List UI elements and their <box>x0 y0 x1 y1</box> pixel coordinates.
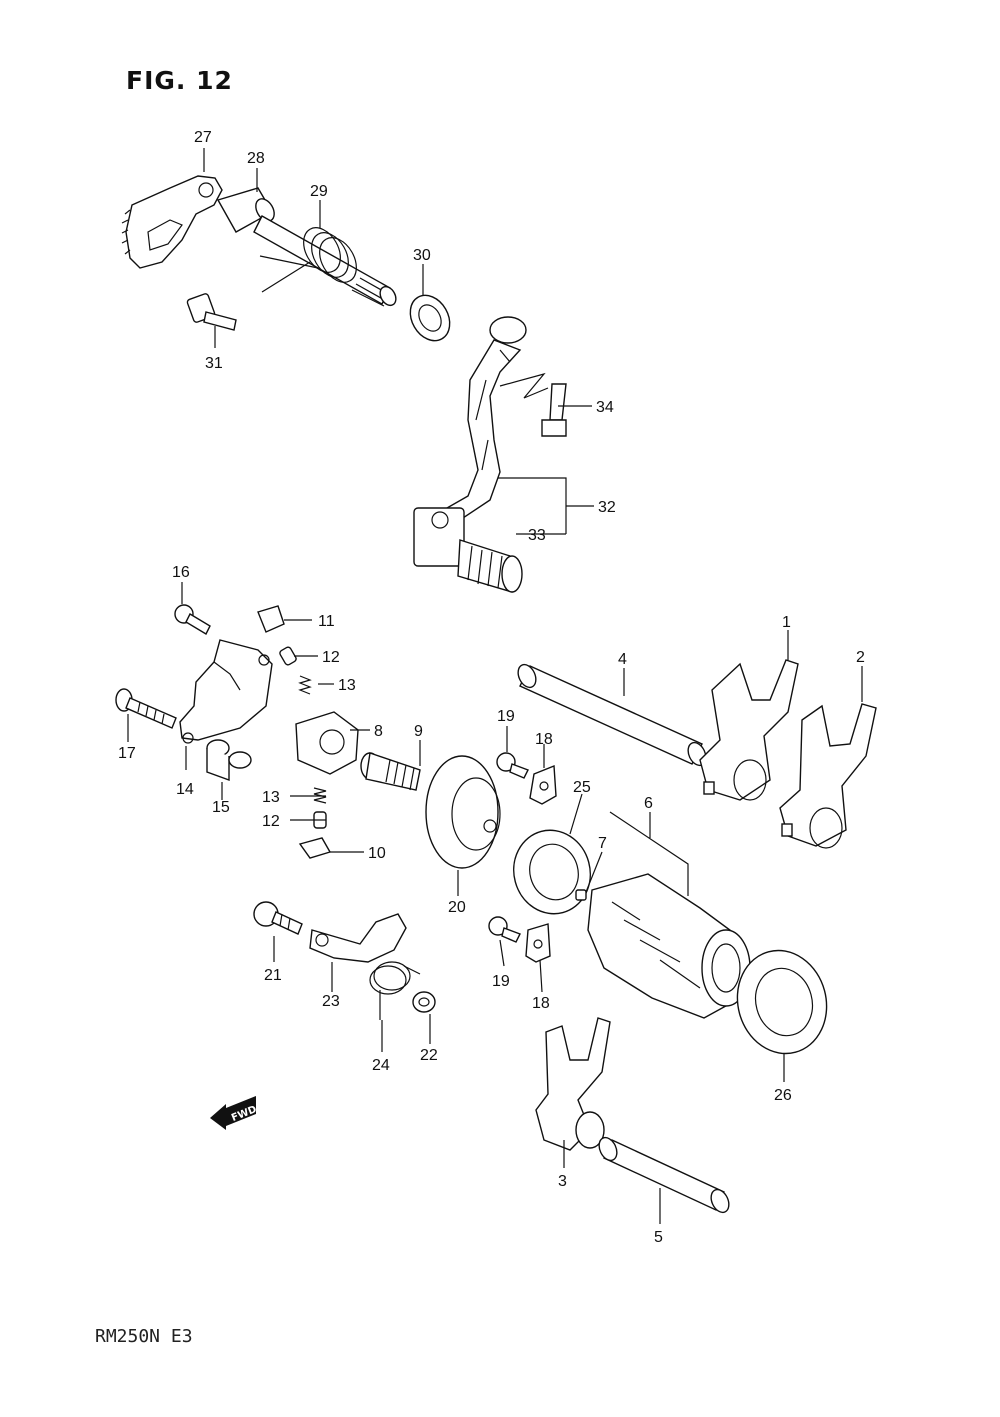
part-31-bolt <box>186 293 237 331</box>
part-22-washer <box>412 991 436 1013</box>
callout-22: 22 <box>420 1047 438 1064</box>
callout-31: 31 <box>205 355 223 372</box>
callout-15: 15 <box>212 799 230 816</box>
part-18a-clip <box>529 764 557 805</box>
part-14-cam-guide-plate <box>179 639 273 744</box>
callout-12b: 12 <box>262 813 280 830</box>
part-18b-clip <box>525 923 551 963</box>
callout-16: 16 <box>172 564 190 581</box>
callout-4: 4 <box>618 651 627 668</box>
part-11-pawl <box>257 605 285 633</box>
callout-labels: 27 28 29 30 31 34 32 33 16 11 12 13 17 1… <box>118 129 865 1246</box>
part-1-shift-fork <box>699 659 799 801</box>
callout-9: 9 <box>414 723 423 740</box>
part-7-pin <box>575 889 587 901</box>
part-34-bolt <box>541 383 567 437</box>
gearshift-shaft <box>253 215 397 307</box>
callout-23: 23 <box>322 993 340 1010</box>
part-23-stopper-arm <box>309 913 407 963</box>
callout-1: 1 <box>782 614 791 631</box>
callout-26: 26 <box>774 1087 792 1104</box>
part-13a-spring <box>298 675 312 695</box>
part-6-shift-drum <box>587 873 751 1019</box>
callout-5: 5 <box>654 1229 663 1246</box>
callout-20: 20 <box>448 899 466 916</box>
part-21-bolt <box>253 901 303 935</box>
model-code: RM250N E3 <box>95 1326 193 1347</box>
part-5-fork-shaft <box>598 1136 730 1214</box>
part-3-shift-fork <box>535 1017 611 1151</box>
part-25-bearing <box>513 829 591 915</box>
part-30-oil-seal <box>409 294 451 342</box>
callout-32: 32 <box>598 499 616 516</box>
part-24-spring <box>369 961 421 1020</box>
callout-25: 25 <box>573 779 591 796</box>
callout-11: 11 <box>318 613 335 630</box>
callout-2: 2 <box>856 649 865 666</box>
callout-8: 8 <box>374 723 383 740</box>
part-33-lever-rubber <box>457 539 523 593</box>
callout-10: 10 <box>368 845 386 862</box>
part-12a-pin <box>279 646 297 666</box>
callout-33: 33 <box>528 527 546 544</box>
part-17-bolt <box>115 688 177 729</box>
part-32-gearshift-lever <box>413 316 527 567</box>
callout-13a: 13 <box>338 677 356 694</box>
callout-12a: 12 <box>322 649 340 666</box>
callout-21: 21 <box>264 967 282 984</box>
callout-34: 34 <box>596 399 614 416</box>
callout-14: 14 <box>176 781 194 798</box>
part-16-screw <box>174 604 211 635</box>
leader-lines <box>127 148 863 1224</box>
callout-24: 24 <box>372 1057 390 1074</box>
part-26-bearing <box>736 949 828 1055</box>
callout-18a: 18 <box>535 731 553 748</box>
part-2-shift-fork <box>779 703 877 849</box>
callout-19a: 19 <box>497 708 515 725</box>
part-9-gear-shift-pin <box>360 752 421 791</box>
part-27-shift-shaft-arm <box>121 175 223 269</box>
part-20-cam-driven-gear <box>425 755 501 869</box>
part-19a-screw <box>496 752 529 779</box>
callout-27: 27 <box>194 129 212 146</box>
figure-title: FIG. 12 <box>126 66 233 95</box>
callout-7: 7 <box>598 835 607 852</box>
callout-28: 28 <box>247 150 265 167</box>
part-19b-screw <box>488 916 521 943</box>
callout-6: 6 <box>644 795 653 812</box>
callout-19b: 19 <box>492 973 510 990</box>
part-10-pawl <box>298 837 332 859</box>
part-8-pawl-lifter <box>295 711 359 775</box>
part-15-spacer <box>206 739 252 781</box>
callout-3: 3 <box>558 1173 567 1190</box>
callout-18b: 18 <box>532 995 550 1012</box>
callout-30: 30 <box>413 247 431 264</box>
fwd-arrow-icon: FWD <box>210 1096 258 1130</box>
callout-17: 17 <box>118 745 136 762</box>
callout-29: 29 <box>310 183 328 200</box>
callout-13b: 13 <box>262 789 280 806</box>
part-29-return-spring <box>259 227 357 293</box>
